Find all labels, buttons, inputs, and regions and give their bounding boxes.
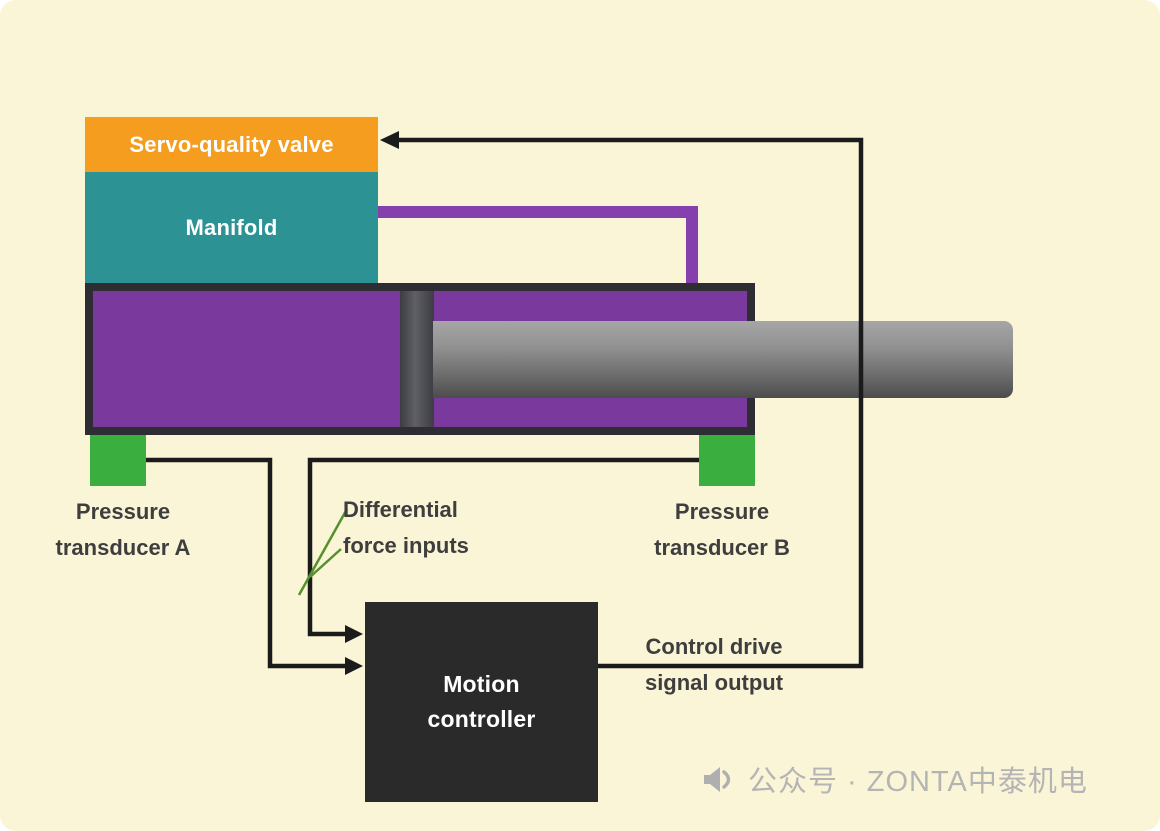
- watermark: 公众号 · ZONTA中泰机电: [698, 758, 1088, 800]
- pressure-transducer-b-block: [699, 432, 755, 486]
- pressure-transducer-a-block: [90, 432, 146, 486]
- manifold-label: Manifold: [185, 214, 278, 240]
- cylinder-piston-rod: [433, 321, 1013, 398]
- differential-force-inputs-label: Differential force inputs: [343, 497, 469, 558]
- control-drive-signal-output-label: Control drive signal output: [644, 634, 784, 695]
- motion-controller-block: Motion controller: [365, 602, 598, 802]
- servo-valve-label: Servo-quality valve: [129, 131, 334, 157]
- manifold-block: Manifold: [85, 172, 378, 283]
- pressure-transducer-b-label: Pressure transducer B: [654, 499, 790, 560]
- motion-controller-label: Motion controller: [427, 671, 536, 732]
- megaphone-icon: [704, 767, 731, 792]
- watermark-text: 公众号 · ZONTA中泰机电: [748, 766, 1088, 798]
- cylinder-piston-seal: [400, 291, 434, 427]
- pressure-transducer-a-label: Pressure transducer A: [55, 499, 191, 560]
- servo-valve-block: Servo-quality valve: [85, 117, 378, 172]
